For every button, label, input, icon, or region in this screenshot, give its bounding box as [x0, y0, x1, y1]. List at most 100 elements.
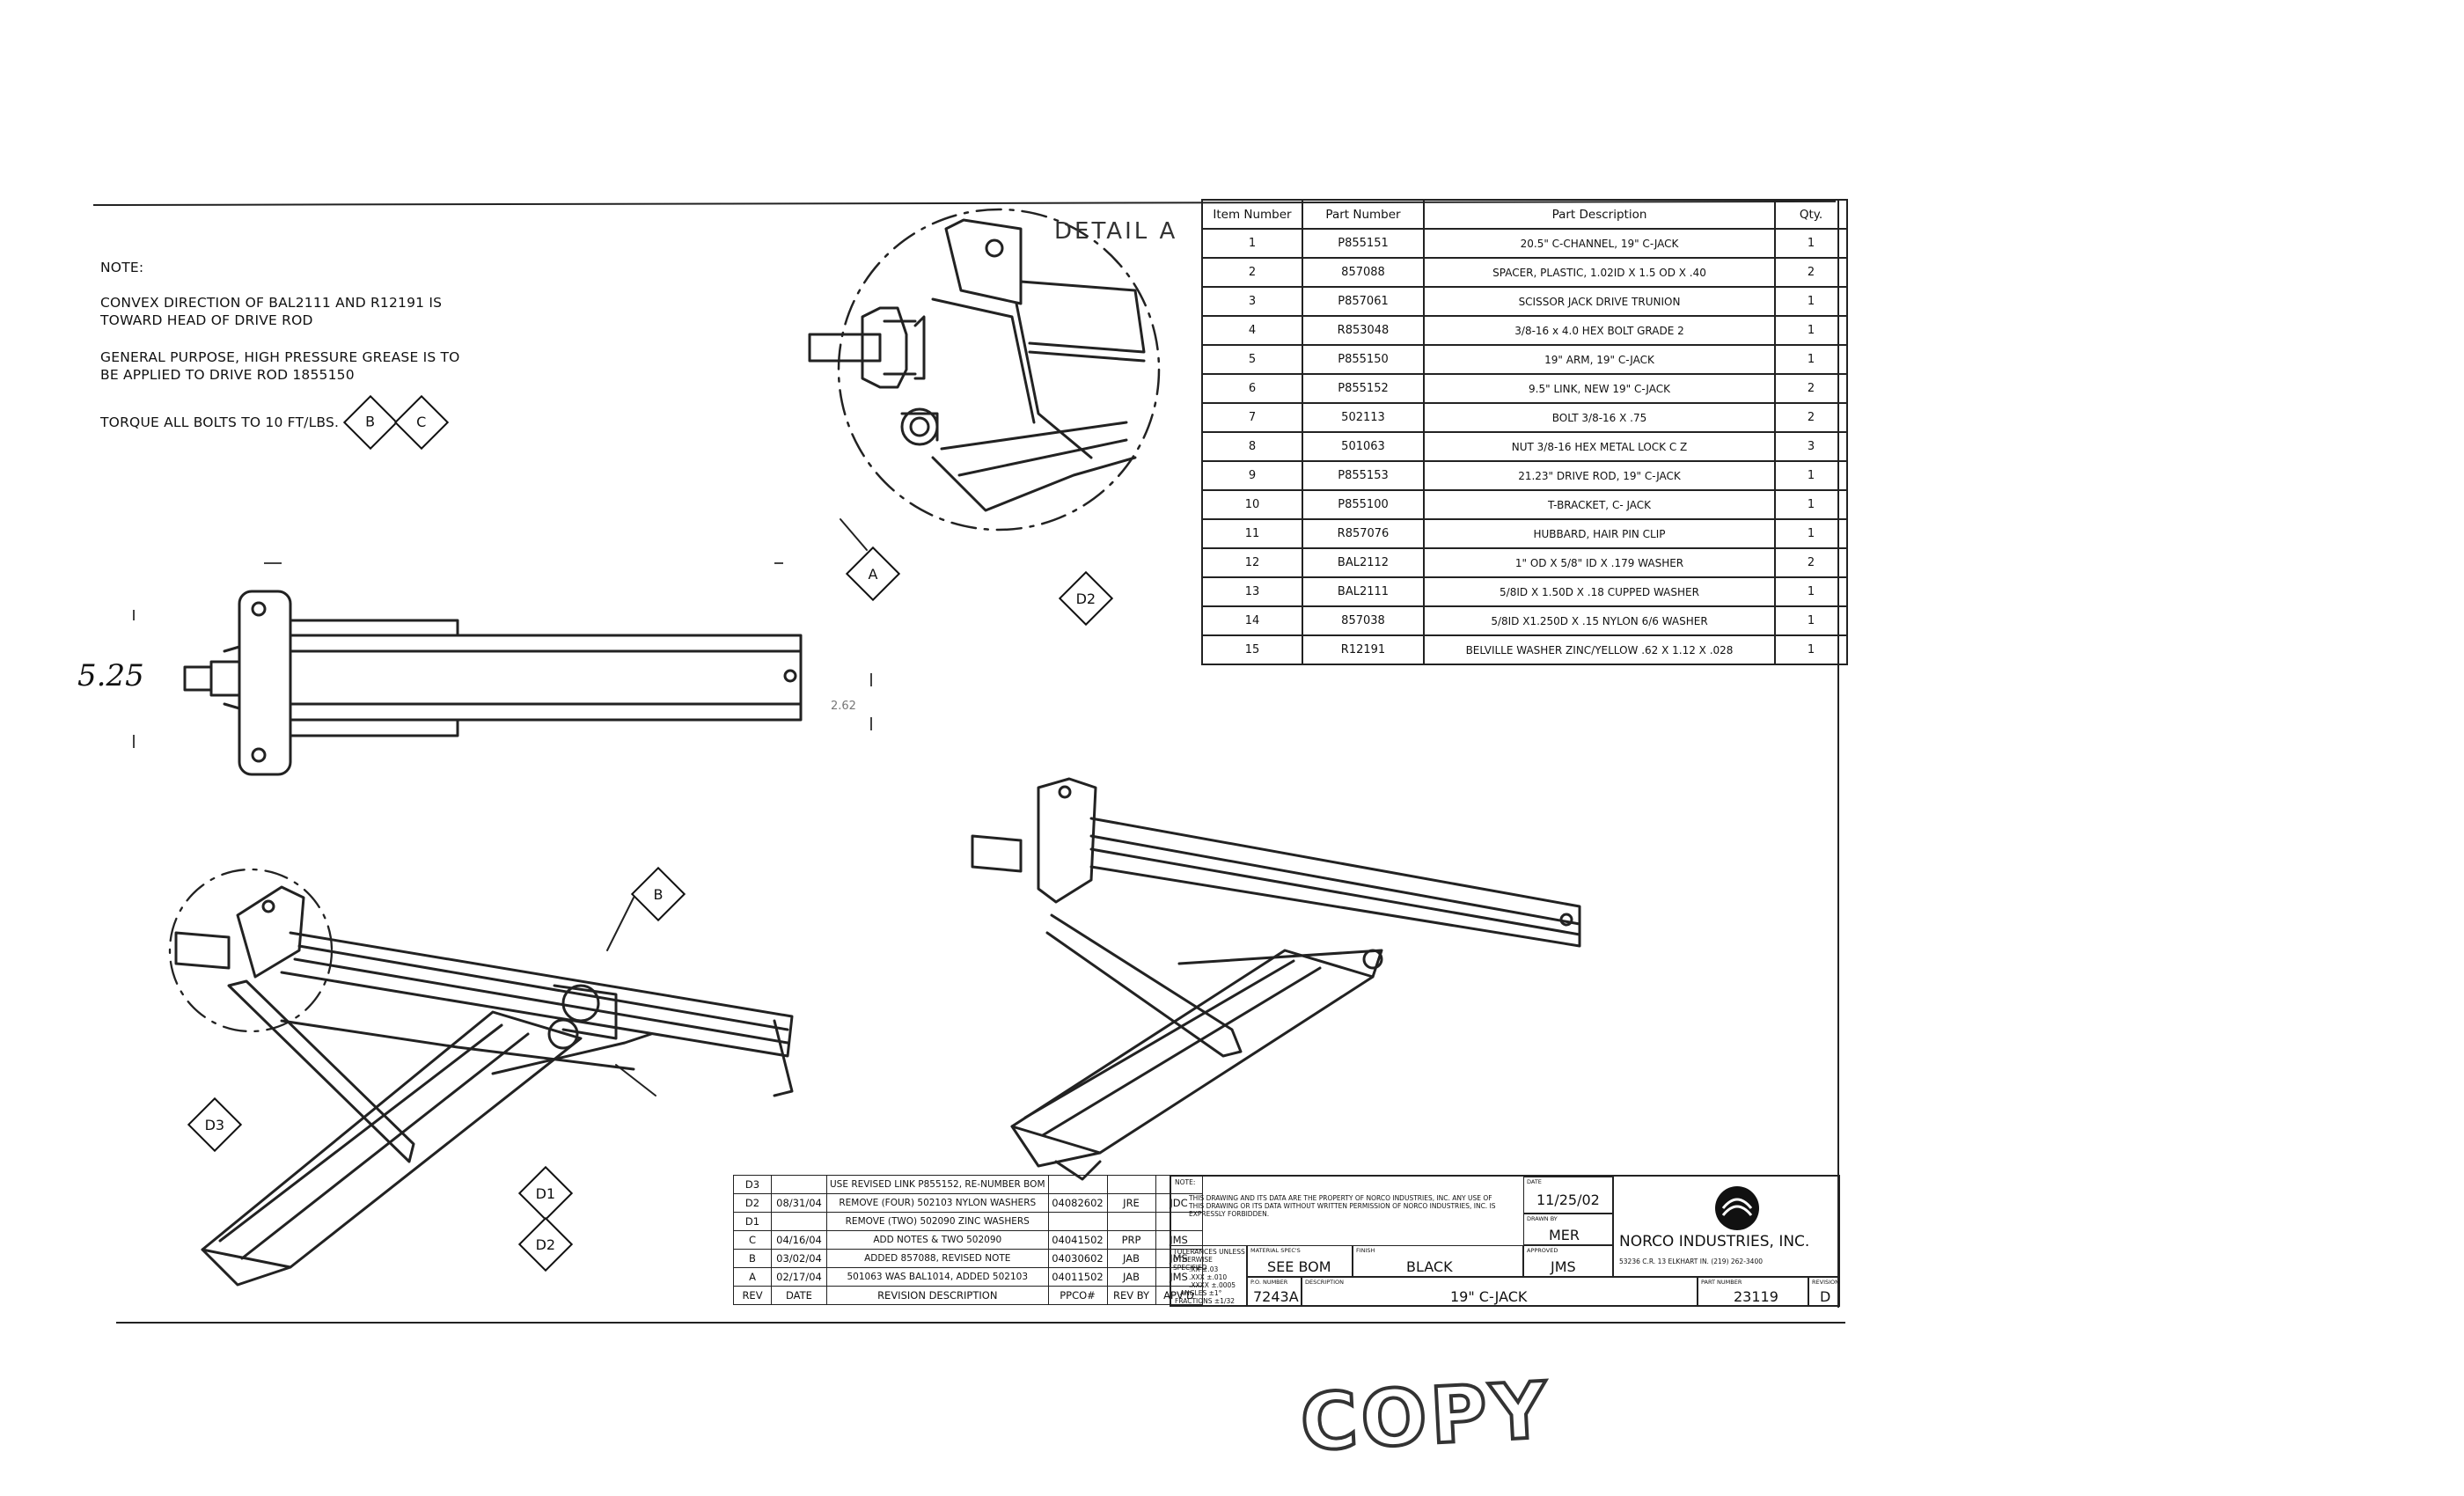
bom-qty: 3 [1774, 431, 1848, 462]
rev-letter: C [733, 1230, 772, 1250]
tolerance-xxx: .XXX ±.010 [1189, 1273, 1228, 1281]
sheet-bottom-border [116, 1322, 1845, 1324]
bom-part-number: R857076 [1302, 518, 1425, 549]
bom-item-number: 12 [1201, 547, 1303, 578]
bom-part-description: 21.23" DRIVE ROD, 19" C-JACK [1423, 460, 1776, 491]
rev-ppco [1047, 1212, 1108, 1231]
rev-date: 02/17/04 [771, 1267, 827, 1287]
bom-item-number: 4 [1201, 315, 1303, 346]
revision-value: D [1820, 1288, 1831, 1305]
bom-part-description: NUT 3/8-16 HEX METAL LOCK C Z [1423, 431, 1776, 462]
left-iso-view [168, 868, 794, 1287]
bom-item-number: 5 [1201, 344, 1303, 375]
notice-label: NOTE: [1175, 1178, 1196, 1186]
revision-row: D1 REMOVE (TWO) 502090 ZINC WASHERS [733, 1212, 1203, 1231]
bom-item-number: 2 [1201, 257, 1303, 288]
description-value: 19" C-JACK [1450, 1288, 1528, 1305]
bom-col-description: Part Description [1423, 199, 1776, 230]
rev-description: 501063 WAS BAL1014, ADDED 502103 [826, 1267, 1049, 1287]
revision-header-row: REV DATE REVISION DESCRIPTION PPCO# REV … [733, 1286, 1203, 1305]
rev-ppco: 04082602 [1047, 1193, 1108, 1213]
bom-part-number: P855152 [1302, 373, 1425, 404]
drawn-value: MER [1549, 1227, 1580, 1243]
rev-by: JAB [1106, 1267, 1156, 1287]
rev-by: JRE [1106, 1193, 1156, 1213]
bom-part-number: BAL2111 [1302, 576, 1425, 607]
material-label: MATERIAL SPEC'S [1250, 1247, 1301, 1254]
rev-approved: JMS [1155, 1230, 1203, 1250]
bom-part-number: R853048 [1302, 315, 1425, 346]
bom-qty: 1 [1774, 315, 1848, 346]
rev-col-date: DATE [771, 1286, 827, 1305]
drawn-label: DRAWN BY [1527, 1215, 1558, 1222]
company-cell: NORCO INDUSTRIES, INC. 53236 C.R. 13 ELK… [1613, 1177, 1840, 1277]
material-cell: MATERIAL SPEC'S SEE BOM [1247, 1245, 1353, 1277]
bom-part-number: P855153 [1302, 460, 1425, 491]
bom-item-number: 11 [1201, 518, 1303, 549]
rev-description: REMOVE (FOUR) 502103 NYLON WASHERS [826, 1193, 1049, 1213]
bom-part-number: R12191 [1302, 634, 1425, 665]
bom-part-description: 3/8-16 x 4.0 HEX BOLT GRADE 2 [1423, 315, 1776, 346]
approved-label: APPROVED [1527, 1247, 1558, 1254]
rev-date [771, 1212, 827, 1231]
copy-stamp: COPY [1296, 1363, 1554, 1470]
bom-qty: 1 [1774, 489, 1848, 520]
tolerance-fractions: FRACTIONS ±1/32 [1175, 1297, 1236, 1305]
bom-part-number: 501063 [1302, 431, 1425, 462]
material-value: SEE BOM [1267, 1258, 1331, 1275]
rev-by: JAB [1106, 1249, 1156, 1268]
bom-qty: 1 [1774, 576, 1848, 607]
rev-description: REMOVE (TWO) 502090 ZINC WASHERS [826, 1212, 1049, 1231]
po-value: 7243A [1253, 1288, 1299, 1305]
company-address: 53236 C.R. 13 ELKHART IN. (219) 262-3400 [1619, 1258, 1763, 1265]
po-label: P.O. NUMBER [1250, 1279, 1288, 1286]
right-iso-view [971, 777, 1581, 1181]
bom-part-number: 857088 [1302, 257, 1425, 288]
bom-qty: 2 [1774, 547, 1848, 578]
description-cell: DESCRIPTION 19" C-JACK [1302, 1277, 1698, 1307]
rev-col-by: REV BY [1106, 1286, 1156, 1305]
rev-ppco: 04011502 [1047, 1267, 1108, 1287]
bom-item-number: 15 [1201, 634, 1303, 665]
bom-part-description: 5/8ID X1.250D X .15 NYLON 6/6 WASHER [1423, 605, 1776, 636]
bom-item-number: 7 [1201, 402, 1303, 433]
tolerance-xx: .XX ±.03 [1189, 1265, 1219, 1273]
date-cell: DATE 11/25/02 [1523, 1177, 1613, 1214]
rev-date: 04/16/04 [771, 1230, 827, 1250]
bom-item-number: 10 [1201, 489, 1303, 520]
part-cell: PART NUMBER 23119 [1698, 1277, 1808, 1307]
bom-part-description: 20.5" C-CHANNEL, 19" C-JACK [1423, 228, 1776, 259]
title-block: NOTE: THIS DRAWING AND ITS DATA ARE THE … [1170, 1175, 1840, 1307]
drawn-cell: DRAWN BY MER [1523, 1214, 1613, 1245]
date-label: DATE [1527, 1178, 1542, 1185]
notes-block: NOTE: CONVEX DIRECTION OF BAL2111 AND R1… [100, 259, 470, 451]
bom-part-number: 502113 [1302, 402, 1425, 433]
bom-qty: 1 [1774, 518, 1848, 549]
company-name: NORCO INDUSTRIES, INC. [1619, 1233, 1810, 1250]
bom-qty: 1 [1774, 228, 1848, 259]
bom-qty: 2 [1774, 373, 1848, 404]
po-cell: P.O. NUMBER 7243A [1247, 1277, 1302, 1307]
rev-letter: D1 [733, 1212, 772, 1231]
rev-letter: D3 [733, 1175, 772, 1194]
bom-part-description: 1" OD X 5/8" ID X .179 WASHER [1423, 547, 1776, 578]
rev-ppco: 04041502 [1047, 1230, 1108, 1250]
sheet-right-border [1837, 199, 1839, 1308]
bill-of-materials: Item Number Part Number Part Description… [1201, 199, 1848, 665]
bom-item-number: 6 [1201, 373, 1303, 404]
rev-ppco: 04030602 [1047, 1249, 1108, 1268]
finish-label: FINISH [1356, 1247, 1375, 1254]
bom-part-number: P857061 [1302, 286, 1425, 317]
bom-part-description: SPACER, PLASTIC, 1.02ID X 1.5 OD X .40 [1423, 257, 1776, 288]
description-label: DESCRIPTION [1305, 1279, 1344, 1286]
